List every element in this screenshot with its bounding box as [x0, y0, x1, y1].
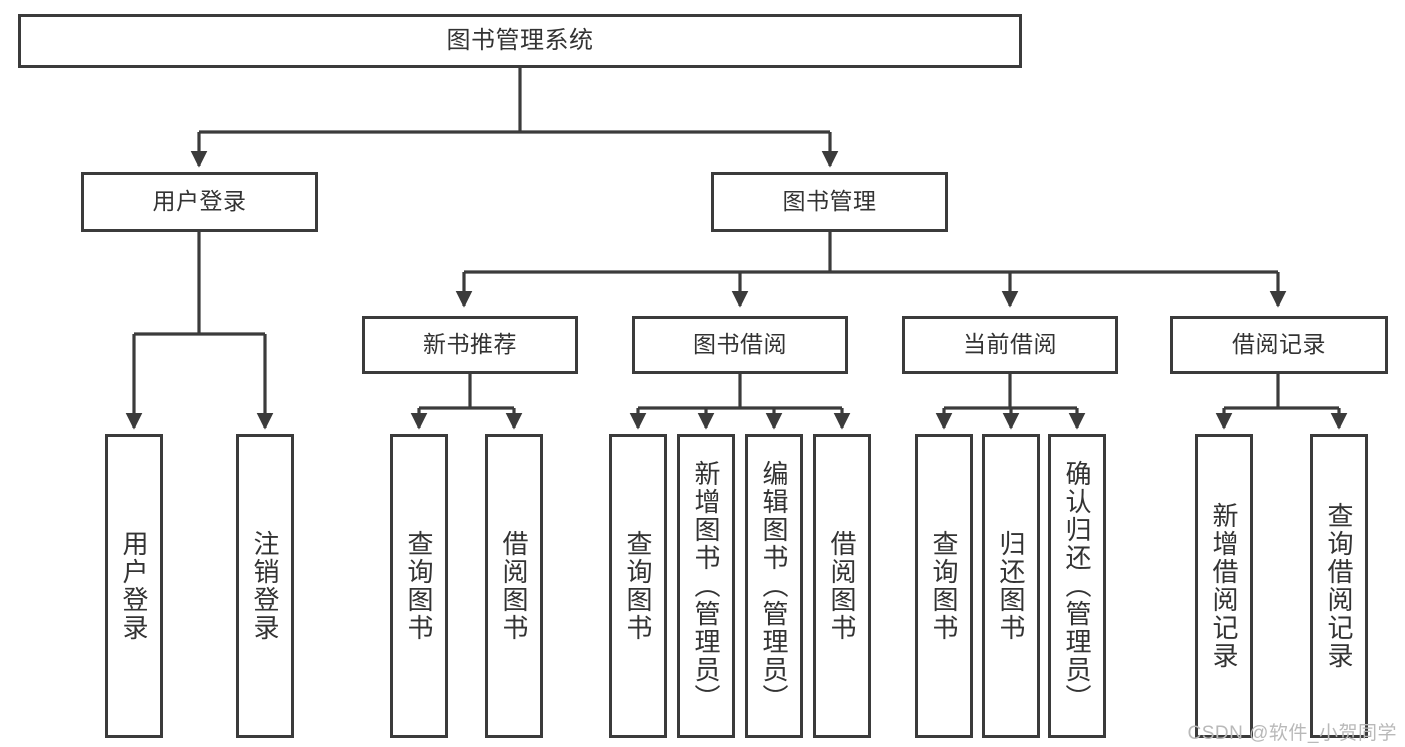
node-leaf-record-search-borrow-record[interactable]: 查询借阅记录	[1310, 434, 1368, 738]
node-label: 借阅记录	[1232, 331, 1326, 358]
node-label: 注销登录	[250, 530, 280, 642]
node-label: 图书借阅	[693, 331, 787, 358]
node-leaf-borrow-add-book-admin[interactable]: 新增图书（管理员）	[677, 434, 735, 738]
node-label: 编辑图书（管理员）	[759, 460, 789, 712]
node-leaf-record-add-borrow-record[interactable]: 新增借阅记录	[1195, 434, 1253, 738]
node-label: 归还图书	[996, 530, 1026, 642]
node-leaf-logout[interactable]: 注销登录	[236, 434, 294, 738]
node-leaf-borrow-borrow-book[interactable]: 借阅图书	[813, 434, 871, 738]
node-label: 借阅图书	[499, 530, 529, 642]
node-leaf-current-return-book[interactable]: 归还图书	[982, 434, 1040, 738]
node-new-book-recommend[interactable]: 新书推荐	[362, 316, 578, 374]
node-user-login[interactable]: 用户登录	[81, 172, 318, 232]
node-leaf-recommend-borrow-book[interactable]: 借阅图书	[485, 434, 543, 738]
node-label: 当前借阅	[963, 331, 1057, 358]
node-label: 查询借阅记录	[1324, 502, 1354, 670]
node-label: 新增借阅记录	[1209, 502, 1239, 670]
node-book-management[interactable]: 图书管理	[711, 172, 948, 232]
node-label: 用户登录	[119, 530, 149, 642]
node-label: 用户登录	[152, 188, 247, 215]
node-label: 图书管理	[782, 188, 877, 215]
node-label: 查询图书	[929, 530, 959, 642]
node-leaf-recommend-search-book[interactable]: 查询图书	[390, 434, 448, 738]
node-book-borrow[interactable]: 图书借阅	[632, 316, 848, 374]
node-current-borrow[interactable]: 当前借阅	[902, 316, 1118, 374]
node-leaf-user-login[interactable]: 用户登录	[105, 434, 163, 738]
node-label: 借阅图书	[827, 530, 857, 642]
node-leaf-borrow-edit-book-admin[interactable]: 编辑图书（管理员）	[745, 434, 803, 738]
node-label: 确认归还（管理员）	[1062, 460, 1092, 712]
node-label: 查询图书	[404, 530, 434, 642]
node-borrow-record[interactable]: 借阅记录	[1170, 316, 1388, 374]
node-label: 新书推荐	[423, 331, 517, 358]
node-label: 图书管理系统	[446, 26, 594, 54]
node-leaf-current-search-book[interactable]: 查询图书	[915, 434, 973, 738]
node-leaf-borrow-search-book[interactable]: 查询图书	[609, 434, 667, 738]
csdn-watermark: CSDN @软件_小贺同学	[1187, 723, 1397, 744]
node-label: 查询图书	[623, 530, 653, 642]
node-leaf-current-confirm-return-admin[interactable]: 确认归还（管理员）	[1048, 434, 1106, 738]
node-label: 新增图书（管理员）	[691, 460, 721, 712]
node-root-book-management-system[interactable]: 图书管理系统	[18, 14, 1022, 68]
